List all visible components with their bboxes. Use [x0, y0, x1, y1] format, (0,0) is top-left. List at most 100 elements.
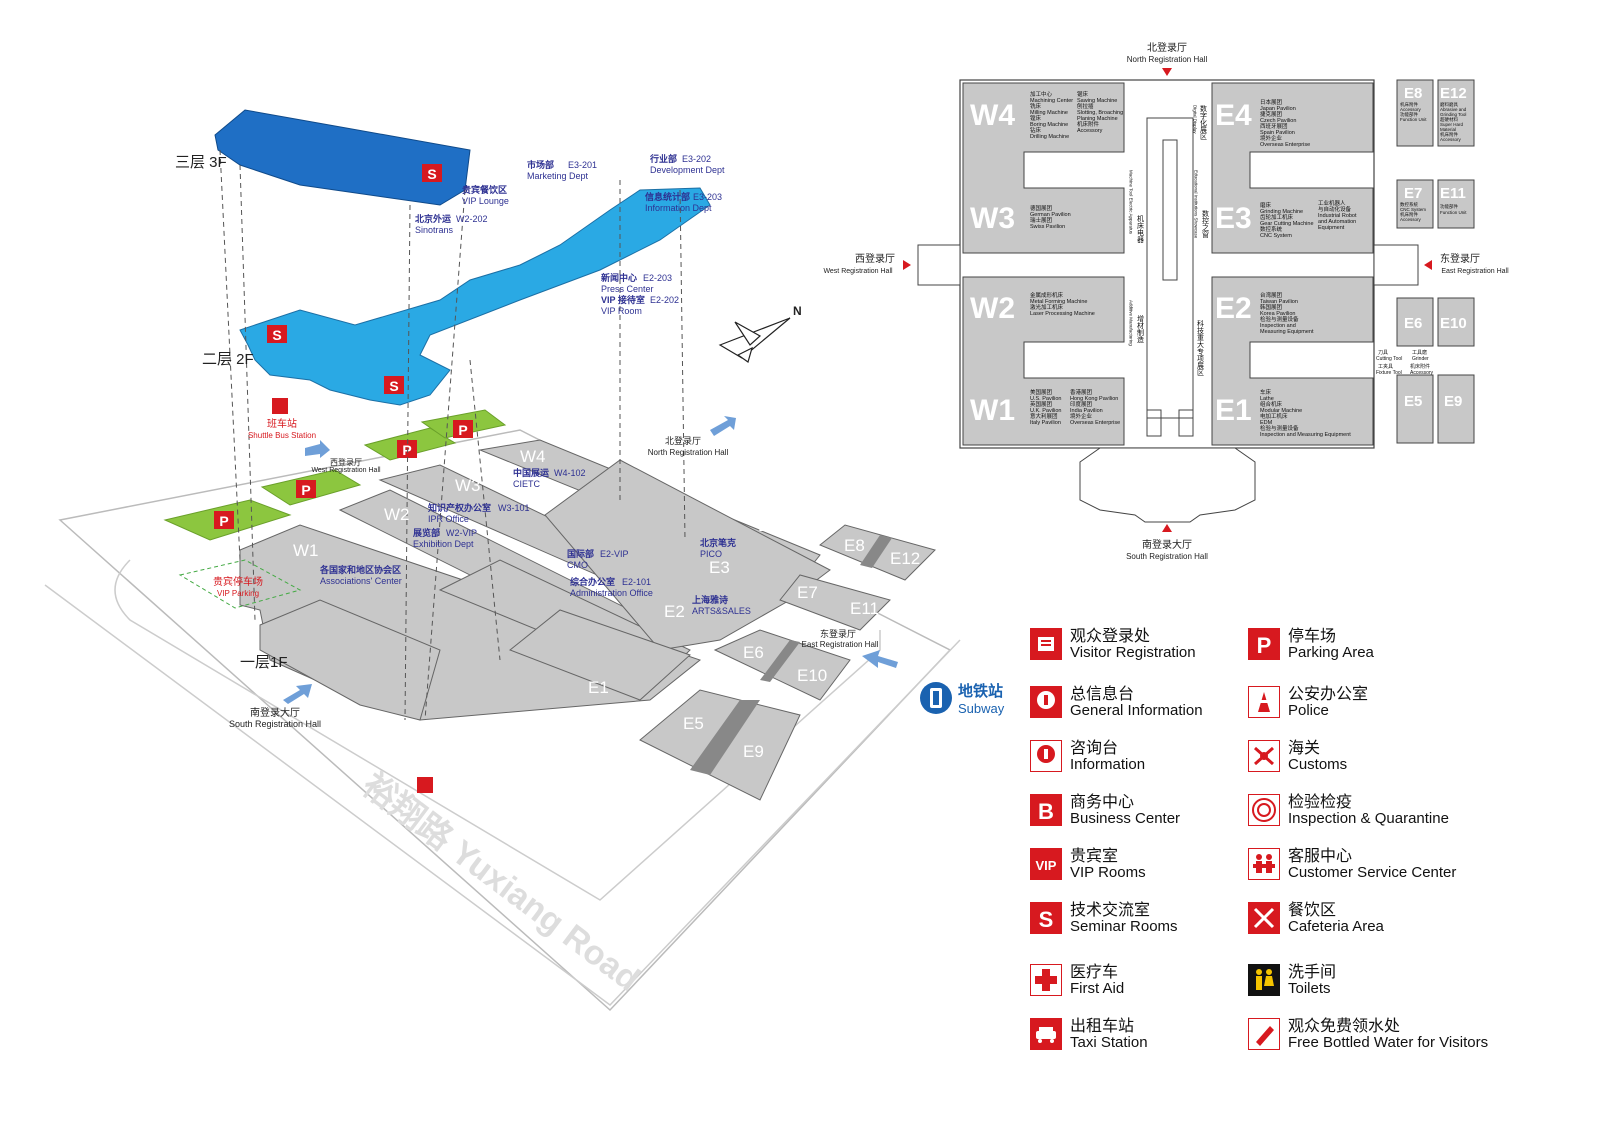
hall-e6-e10-divider	[760, 640, 800, 682]
hall-e9[interactable]	[1437, 374, 1475, 444]
hall-e7[interactable]	[1396, 179, 1434, 229]
svg-text:组合机床: 组合机床	[1260, 400, 1283, 408]
subway-station[interactable]: 地铁站 Subway	[918, 680, 1004, 716]
desc-w2: 金属成形机床 Metal Forming Machine 激光加工机床 Lase…	[1030, 291, 1095, 317]
office-code: E2-202	[650, 295, 679, 305]
svg-text:Abrasive and: Abrasive and	[1440, 107, 1467, 112]
south-reg-en: South Registration Hall	[229, 719, 321, 729]
hall-e5-e9-divider	[690, 700, 760, 775]
vip-parking-area[interactable]	[178, 559, 302, 609]
office-code: E2-VIP	[600, 549, 629, 559]
svg-text:加工中心: 加工中心	[1030, 90, 1053, 98]
plan-hall-ids: W4 W3 W2 W1 E4 E3 E2 E1	[970, 99, 1252, 427]
office-zh: 市场部	[527, 159, 554, 170]
hall-id-e2: E2	[1215, 292, 1252, 325]
svg-text:Swiss Pavilion: Swiss Pavilion	[1030, 224, 1065, 230]
svg-text:锯床: 锯床	[1077, 90, 1089, 98]
hall-label: E11	[850, 599, 879, 618]
legend-zh: 商务中心	[1070, 792, 1135, 811]
hall-label: E7	[797, 583, 818, 602]
svg-text:齿轮加工机床: 齿轮加工机床	[1260, 213, 1294, 221]
svg-text:机床附件: 机床附件	[1077, 120, 1100, 128]
shuttle-zh: 班车站	[267, 417, 297, 430]
svg-text:Machining Center: Machining Center	[1030, 98, 1073, 104]
hall-e5[interactable]	[1396, 374, 1434, 444]
seminar-icon	[384, 376, 404, 394]
registration-block[interactable]	[259, 599, 441, 721]
svg-text:Industrial Robot: Industrial Robot	[1318, 213, 1357, 219]
legend-en: Police	[1288, 702, 1329, 719]
desc-e1: 车床 Lathe 组合机床 Modular Machine 电加工机床 EDM …	[1260, 388, 1351, 438]
office-zh: 综合办公室	[570, 576, 615, 587]
hall-label: W3	[455, 476, 481, 495]
office-en: Sinotrans	[415, 225, 454, 235]
office-code: W3-101	[498, 503, 530, 513]
office-zh: 上海雅诗	[692, 594, 728, 605]
svg-text:VIP: VIP	[1036, 858, 1057, 873]
hall-e6[interactable]	[1396, 297, 1434, 347]
svg-text:Slotting, Broaching: Slotting, Broaching	[1077, 110, 1123, 116]
legend-en: Information	[1070, 756, 1146, 773]
svg-text:日本展团: 日本展团	[1260, 98, 1283, 106]
svg-text:S: S	[1039, 907, 1054, 932]
office-en: ARTS&SALES	[692, 606, 751, 616]
svg-text:Accessory: Accessory	[1400, 217, 1422, 222]
hall-e2-e1-block[interactable]	[1211, 276, 1374, 446]
e-side-labels: 刀具 Cutting Tool 工具磨 Grinder 工夹具 Fixture …	[1376, 349, 1434, 376]
parking-letter: P	[301, 482, 310, 498]
hall-e8[interactable]	[1396, 79, 1434, 147]
hall-id-e1: E1	[1215, 394, 1252, 427]
floor-3f-shape[interactable]	[214, 109, 471, 206]
floor-2f-shape[interactable]	[239, 187, 711, 406]
office-code: E3-202	[682, 154, 711, 164]
legend-en: Free Bottled Water for Visitors	[1288, 1034, 1489, 1051]
office-en: Press Center	[601, 284, 654, 294]
hall-w2-w1-block[interactable]	[962, 276, 1125, 446]
hall-e12[interactable]	[1437, 79, 1475, 147]
office-en: VIP Lounge	[462, 196, 509, 206]
hall-e11[interactable]	[1437, 179, 1475, 229]
floor-1f	[239, 439, 936, 801]
svg-text:P: P	[1257, 633, 1272, 658]
north-mark: N	[793, 304, 802, 318]
office-en: PICO	[700, 549, 722, 559]
hall-w4-w3-block[interactable]	[962, 82, 1125, 254]
free-water-icon	[1248, 1018, 1280, 1050]
hall-e4-e3-block[interactable]	[1211, 82, 1374, 254]
svg-text:机床附件: 机床附件	[1440, 131, 1458, 138]
svg-text:机床附件: 机床附件	[1400, 101, 1418, 108]
svg-text:意大利展团: 意大利展团	[1030, 412, 1058, 420]
hall-id-w3: W3	[970, 202, 1015, 235]
floor-2f: S S	[239, 187, 711, 406]
hall-block-e1-lower[interactable]	[509, 609, 691, 701]
hall-e10[interactable]	[1437, 297, 1475, 347]
svg-text:Inspection and Measuring Equip: Inspection and Measuring Equipment	[1260, 432, 1351, 438]
taxi-icon	[417, 777, 433, 793]
legend-zh: 客服中心	[1288, 846, 1353, 865]
visitor-registration-icon	[1030, 628, 1062, 660]
hall-id-w4: W4	[970, 99, 1015, 132]
hall-id-e6: E6	[1404, 315, 1422, 332]
svg-text:Overseas Enterprise: Overseas Enterprise	[1070, 420, 1120, 426]
cafeteria-icon	[1248, 902, 1280, 934]
legend-zh: 技术交流室	[1070, 900, 1151, 919]
hall-e7-e11[interactable]	[779, 574, 891, 631]
svg-text:Machine Tool Electric Apparatu: Machine Tool Electric Apparatus	[1129, 170, 1134, 235]
svg-text:Laser Processing Machine: Laser Processing Machine	[1030, 311, 1095, 317]
parking-signs: P P P P	[214, 420, 473, 529]
legend-zh: 检验检疫	[1288, 792, 1353, 811]
vip-parking-en: VIP Parking	[217, 589, 259, 598]
legend-zh: 海关	[1288, 738, 1321, 757]
plan-small-hall-ids: E8 E12 E7 E11 E6 E10 E5 E9	[1404, 85, 1467, 410]
north-reg-zh: 北登录厅	[665, 436, 701, 446]
office-en: CMO	[567, 560, 588, 570]
office-zh: VIP 接待室	[601, 294, 645, 305]
svg-text:印度展团: 印度展团	[1070, 400, 1093, 408]
svg-text:境外企业: 境外企业	[1260, 134, 1283, 142]
